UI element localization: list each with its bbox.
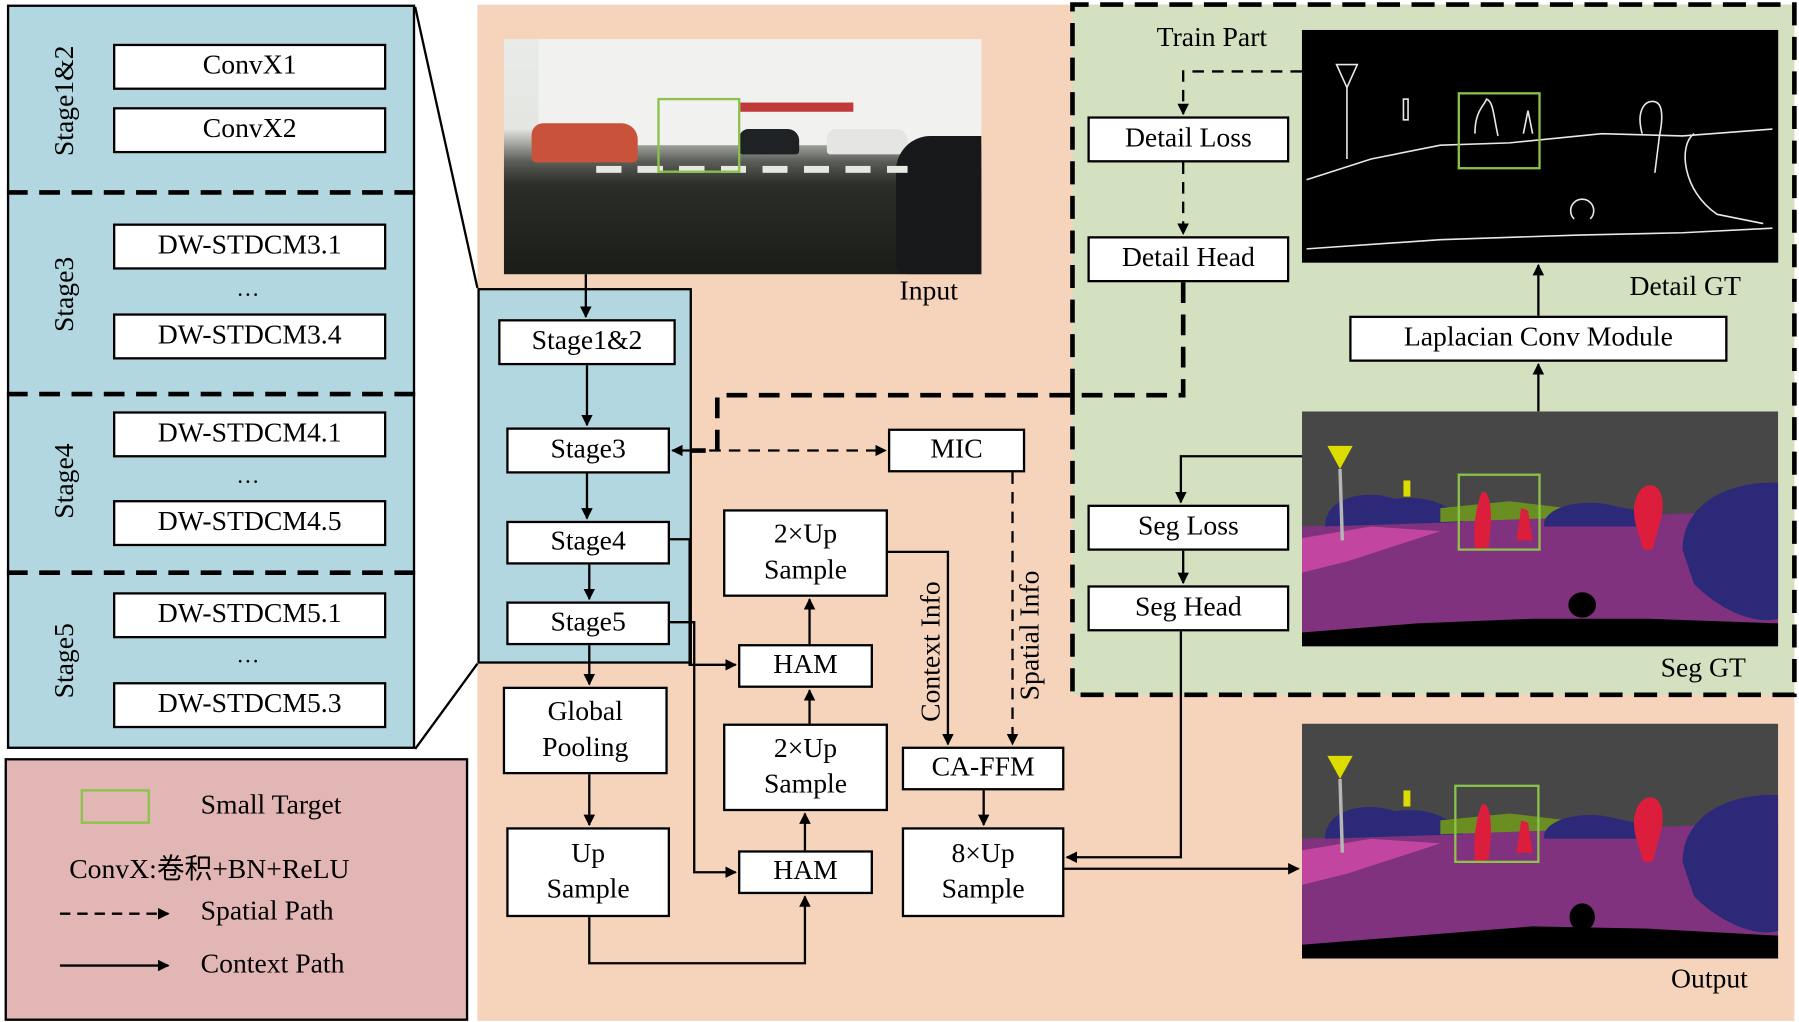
stage4-ellipsis: … [236, 463, 262, 489]
seg-gt-label: Seg GT [1660, 653, 1746, 684]
legend-spatial-path: Spatial Path [200, 896, 334, 927]
ca-ffm-block[interactable]: CA-FFM [901, 746, 1065, 791]
legend-convx-definition: ConvX:卷积+BN+ReLU [69, 854, 350, 885]
8x-up-sample-block[interactable]: 8×Up Sample [901, 827, 1065, 918]
car-dark-right [896, 135, 982, 275]
stage-label-4: Stage4 [50, 443, 81, 519]
seg-gt-image [1301, 411, 1779, 647]
detail-gt-image [1301, 29, 1779, 263]
dw-stdcm5-1-block: DW-STDCM5.1 [113, 592, 387, 639]
seg-gt-mask [1301, 411, 1779, 647]
convx2-block: ConvX2 [113, 107, 387, 154]
dw-stdcm4-1-block: DW-STDCM4.1 [113, 411, 387, 458]
zoom-line-bottom [414, 662, 479, 750]
convx1-block: ConvX1 [113, 43, 387, 90]
ham-top-block[interactable]: HAM [738, 644, 873, 688]
detail-edge-map [1306, 63, 1773, 250]
dw-stdcm5-3-block: DW-STDCM5.3 [113, 682, 387, 729]
laplacian-conv-module-block[interactable]: Laplacian Conv Module [1349, 315, 1728, 362]
stage5-ellipsis: … [236, 642, 262, 669]
car-dark [739, 129, 800, 155]
small-target-box [1457, 92, 1541, 170]
dw-stdcm3-1-block: DW-STDCM3.1 [113, 223, 387, 270]
detail-gt-label: Detail GT [1629, 271, 1741, 302]
stage-label-5: Stage5 [50, 623, 81, 699]
seg-head-block[interactable]: Seg Head [1087, 585, 1290, 632]
car-white [826, 129, 908, 155]
zoom-line-top [414, 6, 479, 289]
legend-panel [4, 758, 469, 1021]
seg-loss-block[interactable]: Seg Loss [1087, 504, 1290, 551]
up-sample-block[interactable]: Up Sample [506, 827, 671, 918]
stage3-ellipsis: … [236, 276, 262, 302]
storefront-red-sign [740, 102, 854, 112]
2x-up-sample-mid-block[interactable]: 2×Up Sample [723, 723, 888, 812]
legend-context-path: Context Path [200, 949, 345, 980]
mic-block[interactable]: MIC [887, 428, 1026, 473]
input-label: Input [899, 276, 958, 307]
2x-up-sample-top-block[interactable]: 2×Up Sample [723, 509, 888, 597]
context-info-label: Context Info [916, 581, 947, 722]
train-part-title: Train Part [1156, 23, 1268, 54]
input-street-image [503, 39, 982, 275]
stage5-block[interactable]: Stage5 [506, 601, 671, 646]
car-red [531, 123, 638, 163]
legend-small-target: Small Target [200, 790, 342, 821]
crosswalk [596, 165, 908, 173]
stage3-block[interactable]: Stage3 [506, 427, 671, 474]
stage-label-3: Stage3 [50, 256, 81, 333]
output-seg-mask [1301, 723, 1779, 959]
detail-loss-block[interactable]: Detail Loss [1087, 116, 1290, 163]
small-target-legend-swatch [80, 789, 150, 824]
global-pooling-block[interactable]: Global Pooling [502, 686, 668, 775]
spatial-info-label: Spatial Info [1015, 570, 1046, 701]
small-target-box [1454, 784, 1540, 863]
ham-bottom-block[interactable]: HAM [738, 850, 873, 895]
dw-stdcm4-5-block: DW-STDCM4.5 [113, 500, 387, 547]
stage4-block[interactable]: Stage4 [506, 520, 671, 565]
output-seg-image [1301, 723, 1779, 959]
stage-label-1-2: Stage1&2 [50, 45, 81, 157]
stage1-2-block[interactable]: Stage1&2 [498, 319, 676, 366]
output-label: Output [1670, 964, 1748, 995]
dw-stdcm3-4-block: DW-STDCM3.4 [113, 313, 387, 360]
detail-head-block[interactable]: Detail Head [1087, 236, 1290, 283]
small-target-box [657, 97, 741, 173]
